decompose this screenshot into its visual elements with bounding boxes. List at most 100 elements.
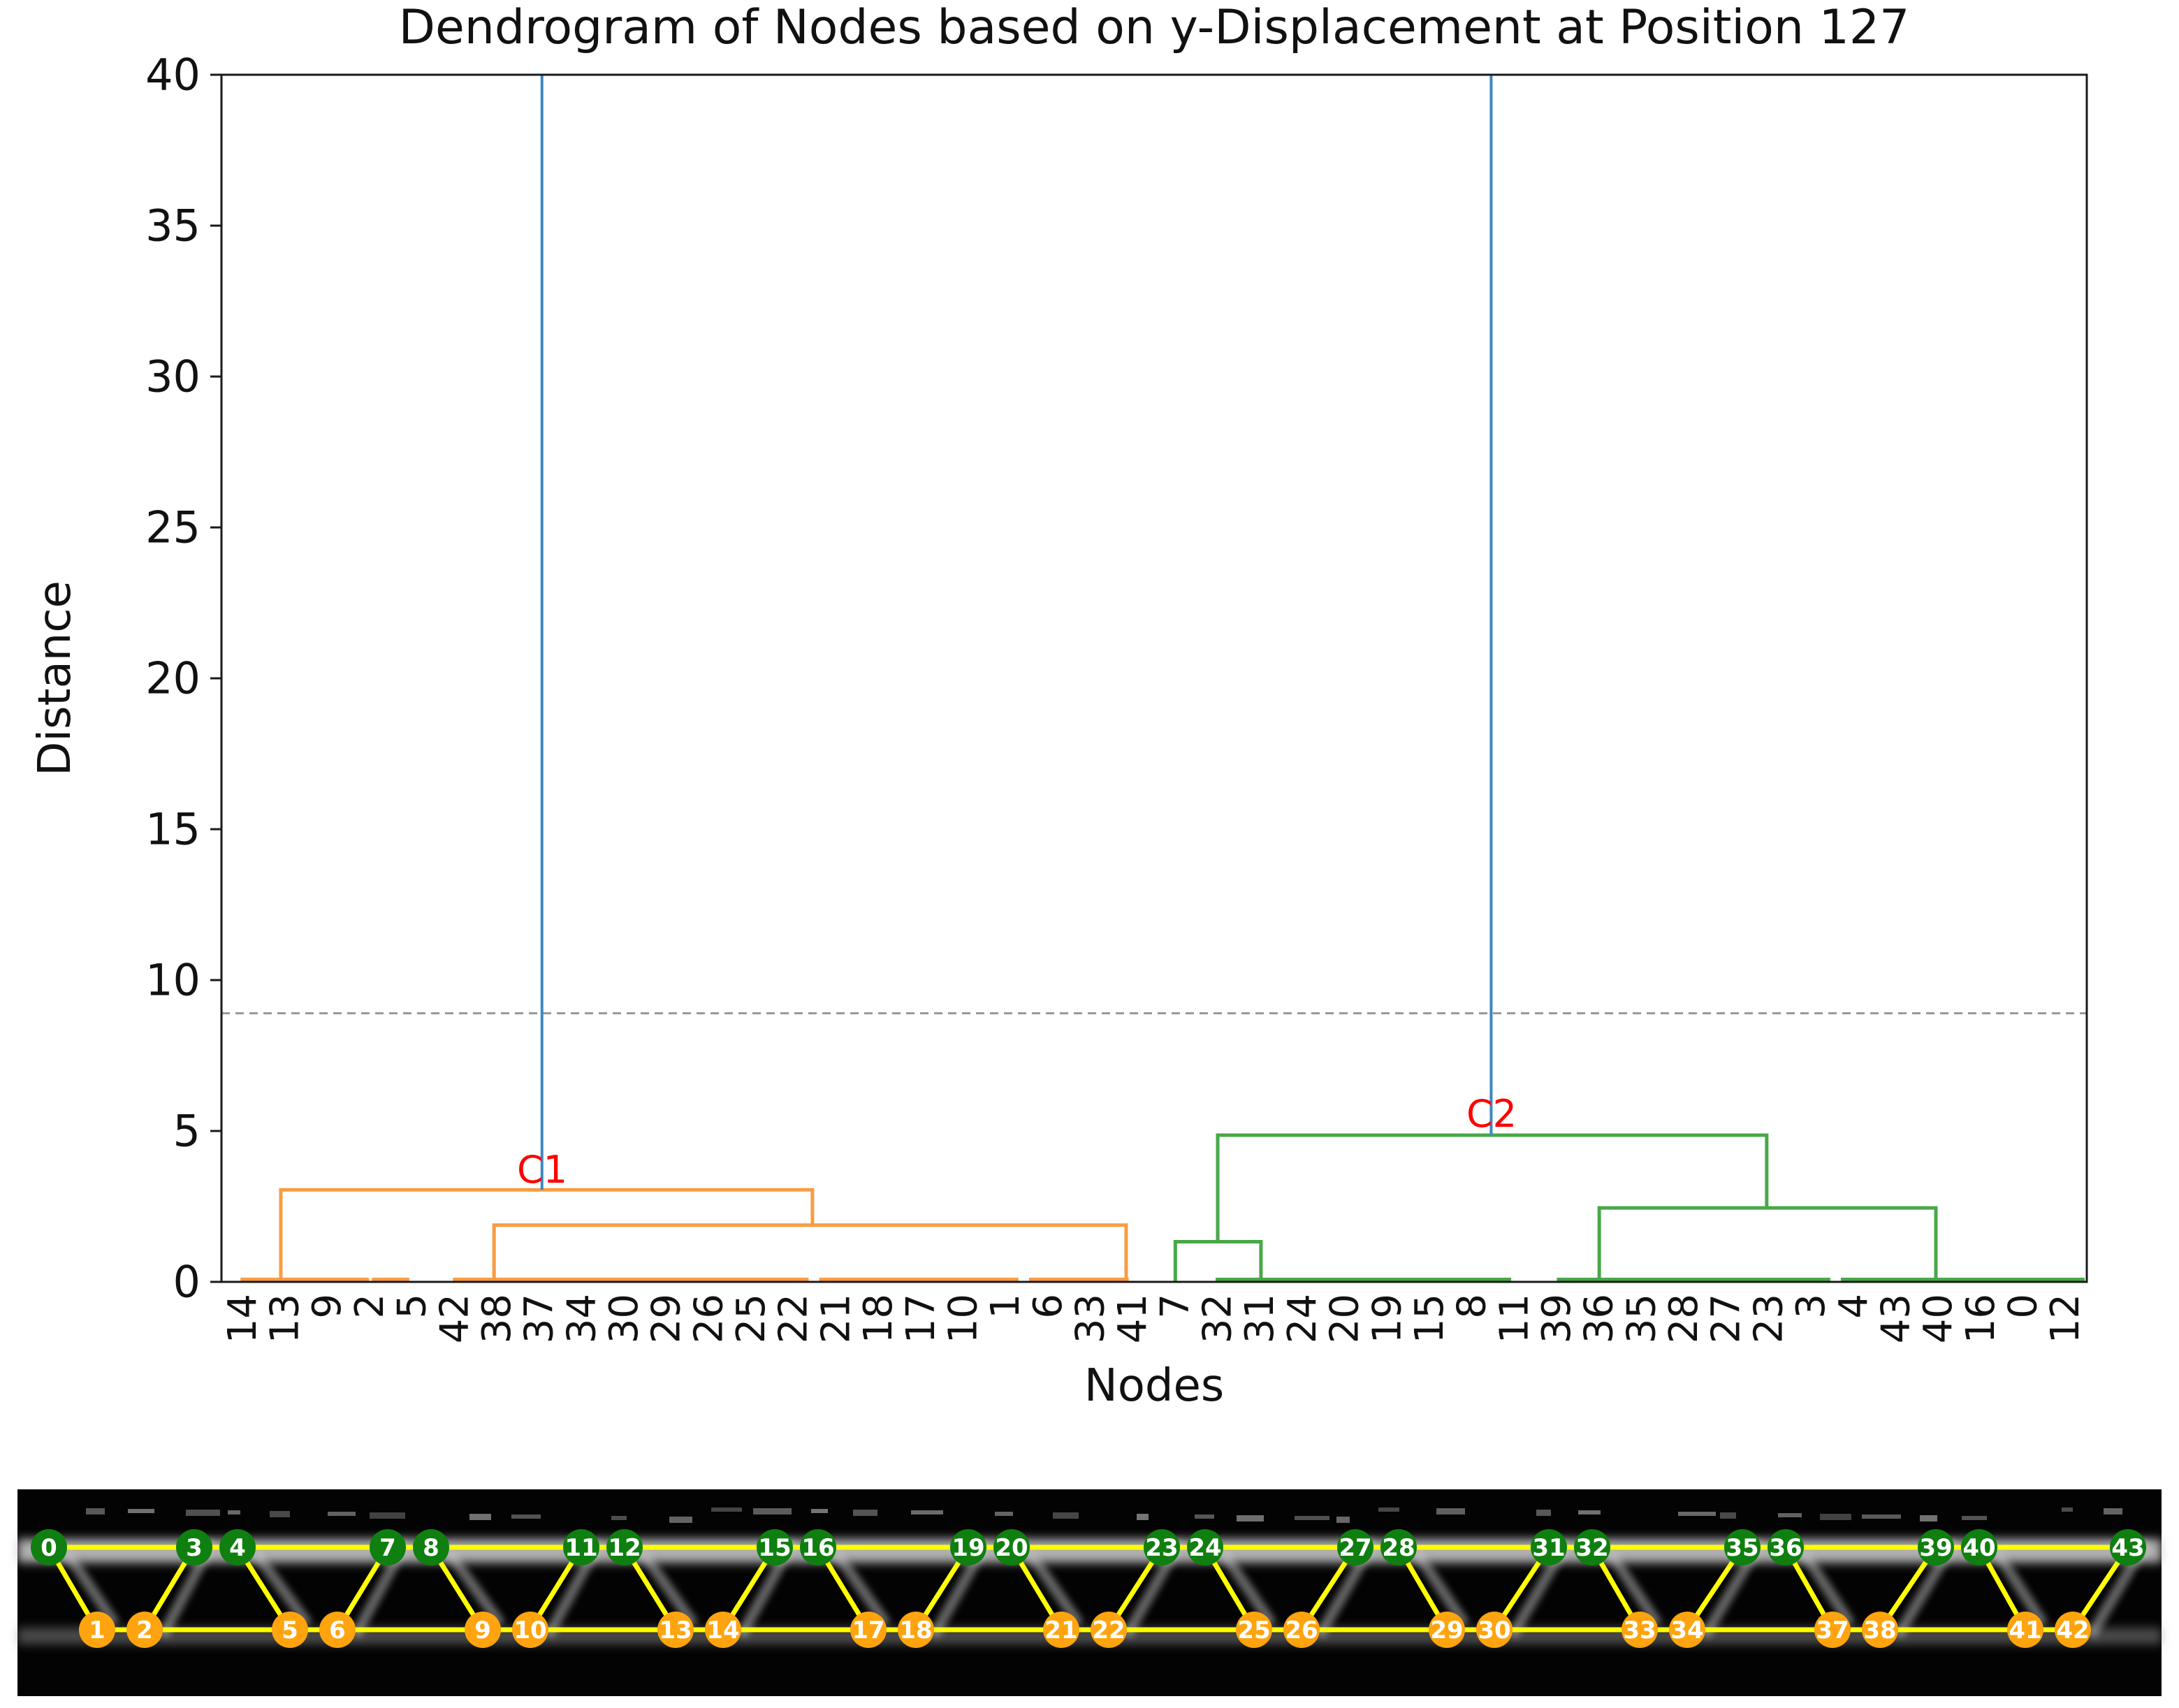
x-tick-label: 9 [305,1294,350,1319]
photo-speckle [669,1517,692,1523]
photo-member-streak [444,1549,506,1628]
x-tick-label: 10 [940,1294,986,1343]
y-tick-label: 0 [173,1257,201,1308]
truss-node [1043,1612,1079,1648]
x-tick-label: 3 [1788,1294,1834,1319]
photo-speckle [2104,1508,2122,1514]
photo-speckle [228,1510,240,1514]
truss-node-label: 6 [329,1616,346,1644]
chart-title: Dendrogram of Nodes based on y-Displacem… [399,0,1910,55]
y-tick-label: 30 [145,351,201,402]
photo-speckle [511,1514,541,1519]
photo-speckle [128,1509,154,1513]
photo-member-streak [1992,1549,2048,1628]
photo-member-streak [1412,1549,1470,1628]
photo-member-streak [831,1549,891,1628]
photo-member-streak [1605,1549,1663,1628]
truss-node [1144,1529,1180,1565]
photo-speckle [911,1510,943,1514]
x-tick-label: 13 [263,1294,308,1343]
photo-speckle [1536,1510,1551,1516]
truss-node [1622,1612,1658,1648]
truss-node [413,1529,449,1565]
truss-node-label: 16 [801,1534,834,1562]
photo-member-streak [1218,1549,1277,1628]
photo-speckle [611,1516,627,1520]
truss-node-label: 34 [1670,1616,1703,1644]
x-axis-label: Nodes [1084,1360,1224,1412]
truss-node [1283,1612,1320,1648]
truss-node-label: 20 [995,1534,1028,1562]
photo-speckle [1195,1514,1214,1519]
truss-node-label: 35 [1726,1534,1758,1562]
truss-node-label: 24 [1188,1534,1221,1562]
photo-speckle [1336,1517,1350,1523]
truss-node-label: 32 [1575,1534,1608,1562]
truss-node [757,1529,793,1565]
x-tick-label: 5 [390,1294,435,1319]
truss-node [657,1612,694,1648]
x-tick-label: 30 [602,1294,647,1343]
photo-member-streak [1025,1549,1084,1628]
x-tick-label: 26 [686,1294,731,1343]
y-tick-label: 25 [145,502,201,553]
truss-node [1814,1612,1851,1648]
x-tick-label: 37 [517,1294,562,1343]
truss-node-label: 29 [1430,1616,1463,1644]
x-tick-label: 38 [474,1294,520,1343]
y-axis-label: Distance [29,581,81,776]
truss-node-label: 8 [423,1534,439,1562]
dendrogram-link [279,1188,815,1282]
x-tick-label: 17 [898,1294,944,1343]
x-tick-label: 41 [1110,1294,1156,1343]
truss-photo-background [17,1489,2162,1696]
truss-node [1091,1612,1127,1648]
truss-node [2110,1529,2146,1565]
x-tick-label: 35 [1619,1294,1664,1343]
truss-node [126,1612,163,1648]
truss-node [1768,1529,1804,1565]
truss-node-label: 42 [2056,1616,2089,1644]
truss-node-label: 1 [89,1616,105,1644]
x-tick-label: 25 [729,1294,774,1343]
truss-node-label: 14 [706,1616,739,1644]
truss-node-label: 19 [952,1534,984,1562]
truss-node [1669,1612,1705,1648]
truss-node [1531,1529,1567,1565]
y-tick-label: 35 [145,200,201,251]
photo-top-chord-band [17,1539,2162,1563]
truss-node [1724,1529,1761,1565]
y-tick-label: 5 [173,1106,201,1157]
truss-node-label: 21 [1044,1616,1077,1644]
truss-node-label: 12 [608,1534,641,1562]
truss-node-label: 27 [1339,1534,1371,1562]
truss-node-label: 31 [1532,1534,1565,1562]
x-tick-label: 14 [220,1294,265,1343]
photo-member-streak [1799,1549,1856,1628]
photo-speckle [1720,1512,1736,1519]
x-tick-label: 22 [771,1294,817,1343]
photo-speckle [1820,1514,1851,1520]
photo-speckle [853,1510,877,1516]
x-tick-label: 11 [1492,1294,1537,1343]
truss-node [800,1529,836,1565]
x-tick-label: 1 [983,1294,1028,1319]
truss-node-label: 22 [1092,1616,1125,1644]
y-tick-label: 10 [145,955,201,1006]
photo-speckle [1053,1512,1079,1519]
x-tick-label: 34 [559,1294,604,1343]
x-tick-label: 32 [1195,1294,1241,1343]
photo-speckle [1295,1516,1329,1520]
photo-speckle [811,1509,828,1513]
dendrogram-link [1216,1133,1769,1242]
photo-speckle [86,1508,105,1514]
x-tick-label: 40 [1916,1294,1961,1343]
truss-node [993,1529,1030,1565]
x-tick-label: 42 [432,1294,477,1343]
truss-node [2055,1612,2091,1648]
truss-node-label: 30 [1478,1616,1510,1644]
truss-node [950,1529,986,1565]
